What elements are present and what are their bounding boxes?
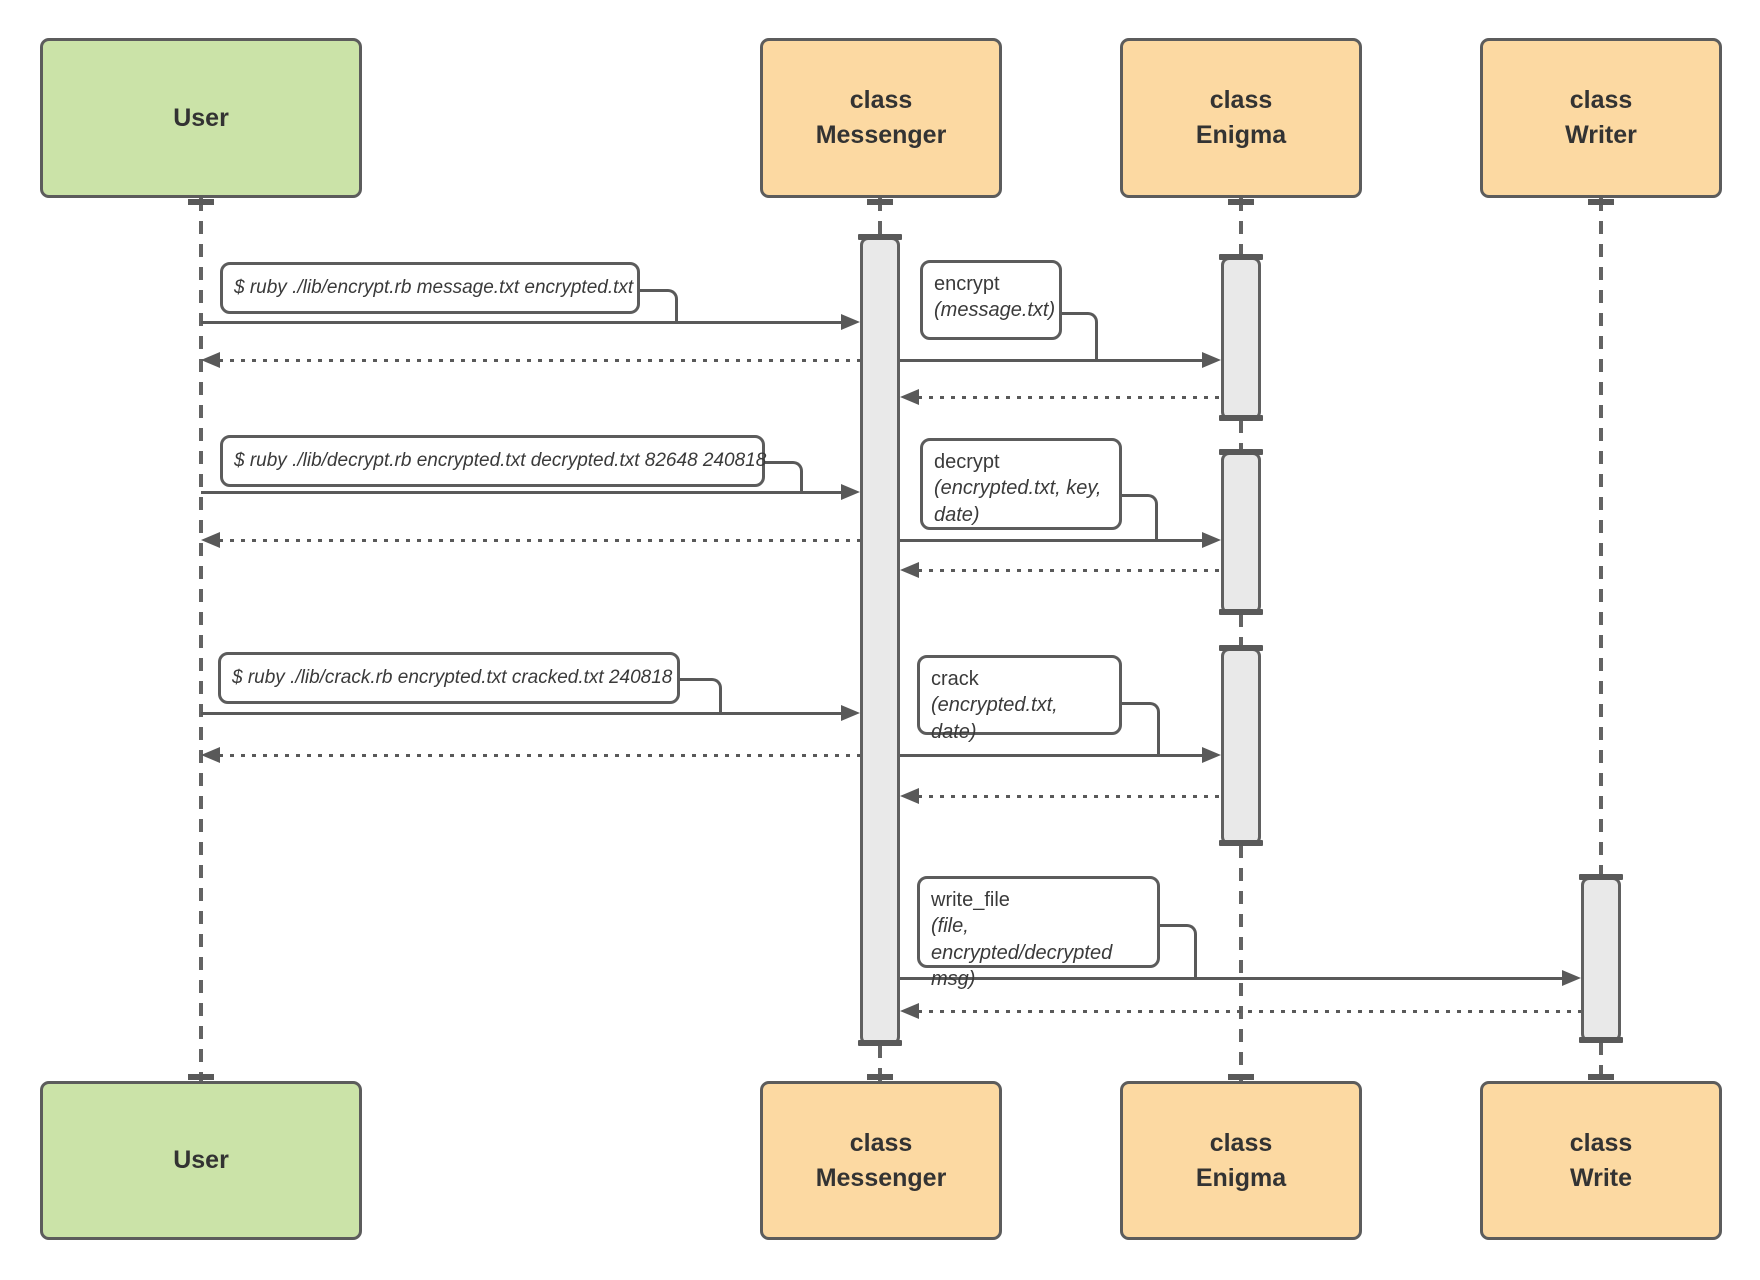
- message-label-encrypt: encrypt (message.txt): [920, 260, 1062, 340]
- write-file-method-name: write_file: [931, 889, 1010, 911]
- arrowhead-decrypt-enigma: [1202, 532, 1221, 548]
- writer-lifeline-tick-top: [1588, 199, 1614, 205]
- arrowhead-encrypt-return-user: [201, 352, 220, 368]
- arrow-messenger-to-enigma-crack: [900, 754, 1203, 757]
- messenger-lifeline-bottom: [878, 1045, 882, 1081]
- messenger-lifeline-top: [878, 198, 882, 238]
- enigma-lifeline-gap1: [1239, 420, 1243, 452]
- participant-writer-bottom: class Write: [1480, 1081, 1722, 1240]
- participant-enigma-top: class Enigma: [1120, 38, 1362, 198]
- writer-activation-cap-bottom: [1579, 1037, 1623, 1043]
- crack-command-connector: [680, 678, 722, 713]
- message-label-crack: crack (encrypted.txt, date): [917, 655, 1122, 743]
- return-messenger-to-user-crack: [219, 754, 860, 757]
- message-label-encrypt-command: $ ruby ./lib/encrypt.rb message.txt encr…: [220, 262, 640, 314]
- arrowhead-decrypt-call: [841, 484, 860, 500]
- enigma-activation-encrypt: [1221, 257, 1261, 420]
- enigma-activation3-cap-top: [1219, 645, 1263, 651]
- decrypt-method-name: decrypt: [934, 451, 1000, 473]
- participant-writer-top: class Writer: [1480, 38, 1722, 198]
- message-label-write-file: write_file (file, encrypted/decrypted ms…: [917, 876, 1160, 990]
- arrowhead-crack-return-user: [201, 747, 220, 763]
- participant-user-top: User: [40, 38, 362, 198]
- user-lifeline-tick-top: [188, 199, 214, 205]
- arrow-messenger-to-writer-write-file: [900, 977, 1563, 980]
- messenger-activation-cap-bottom: [858, 1040, 902, 1046]
- enigma-lifeline-gap2: [1239, 614, 1243, 648]
- writer-lifeline-top: [1599, 198, 1603, 878]
- enigma-activation2-cap-top: [1219, 449, 1263, 455]
- decrypt-command-connector: [765, 461, 803, 492]
- user-lifeline-tick-bottom: [188, 1074, 214, 1080]
- return-enigma-to-messenger-decrypt: [918, 569, 1221, 572]
- decrypt-method-params: (encrypted.txt, key, date): [934, 477, 1102, 526]
- enigma-lifeline-bottom: [1239, 845, 1243, 1081]
- enigma-lifeline-tick-bottom: [1228, 1074, 1254, 1080]
- arrowhead-write-file-return-messenger: [900, 1003, 919, 1019]
- writer-lifeline-bottom: [1599, 1042, 1603, 1081]
- arrow-messenger-to-enigma-decrypt: [900, 539, 1203, 542]
- encrypt-method-params: (message.txt): [934, 299, 1056, 322]
- arrowhead-encrypt-return-messenger: [900, 389, 919, 405]
- writer-activation-cap-top: [1579, 874, 1623, 880]
- enigma-lifeline-top: [1239, 198, 1243, 258]
- participant-messenger-top: class Messenger: [760, 38, 1002, 198]
- arrow-user-to-messenger-decrypt: [201, 491, 846, 494]
- message-label-decrypt-command: $ ruby ./lib/decrypt.rb encrypted.txt de…: [220, 435, 766, 487]
- encrypt-method-name: encrypt: [934, 273, 1000, 295]
- return-enigma-to-messenger-encrypt: [918, 396, 1221, 399]
- enigma-activation1-cap-bottom: [1219, 415, 1263, 421]
- enigma-activation-decrypt: [1221, 452, 1261, 614]
- enigma-activation1-cap-top: [1219, 254, 1263, 260]
- decrypt-label-connector: [1122, 494, 1158, 540]
- arrowhead-crack-call: [841, 705, 860, 721]
- messenger-lifeline-tick-bottom: [867, 1074, 893, 1080]
- messenger-lifeline-tick-top: [867, 199, 893, 205]
- arrowhead-write-file-writer: [1562, 970, 1581, 986]
- participant-enigma-bottom: class Enigma: [1120, 1081, 1362, 1240]
- enigma-lifeline-tick-top: [1228, 199, 1254, 205]
- arrowhead-decrypt-return-user: [201, 532, 220, 548]
- crack-label-connector: [1122, 702, 1160, 755]
- arrow-user-to-messenger-encrypt: [201, 321, 846, 324]
- return-enigma-to-messenger-crack: [918, 795, 1221, 798]
- enigma-activation2-cap-bottom: [1219, 609, 1263, 615]
- participant-messenger-bottom: class Messenger: [760, 1081, 1002, 1240]
- writer-activation: [1581, 877, 1621, 1042]
- encrypt-command-connector: [640, 289, 678, 322]
- enigma-activation-crack: [1221, 648, 1261, 845]
- arrowhead-decrypt-return-messenger: [900, 562, 919, 578]
- message-label-crack-command: $ ruby ./lib/crack.rb encrypted.txt crac…: [218, 652, 680, 704]
- messenger-activation-cap-top: [858, 234, 902, 240]
- messenger-activation: [860, 237, 900, 1045]
- return-writer-to-messenger-write-file: [918, 1010, 1581, 1013]
- crack-method-params: (encrypted.txt, date): [931, 694, 1058, 743]
- arrow-user-to-messenger-crack: [201, 712, 846, 715]
- crack-method-name: crack: [931, 668, 979, 690]
- write-file-label-connector: [1160, 924, 1197, 978]
- writer-lifeline-tick-bottom: [1588, 1074, 1614, 1080]
- return-messenger-to-user-encrypt: [219, 359, 860, 362]
- arrowhead-crack-return-messenger: [900, 788, 919, 804]
- participant-user-bottom: User: [40, 1081, 362, 1240]
- encrypt-label-connector: [1062, 312, 1098, 360]
- message-label-decrypt: decrypt (encrypted.txt, key, date): [920, 438, 1122, 530]
- user-lifeline: [199, 198, 203, 1081]
- write-file-method-params: (file, encrypted/decrypted msg): [931, 915, 1113, 991]
- return-messenger-to-user-decrypt: [219, 539, 860, 542]
- arrowhead-encrypt-call: [841, 314, 860, 330]
- arrowhead-encrypt-enigma: [1202, 352, 1221, 368]
- enigma-activation3-cap-bottom: [1219, 840, 1263, 846]
- arrow-messenger-to-enigma-encrypt: [900, 359, 1203, 362]
- arrowhead-crack-enigma: [1202, 747, 1221, 763]
